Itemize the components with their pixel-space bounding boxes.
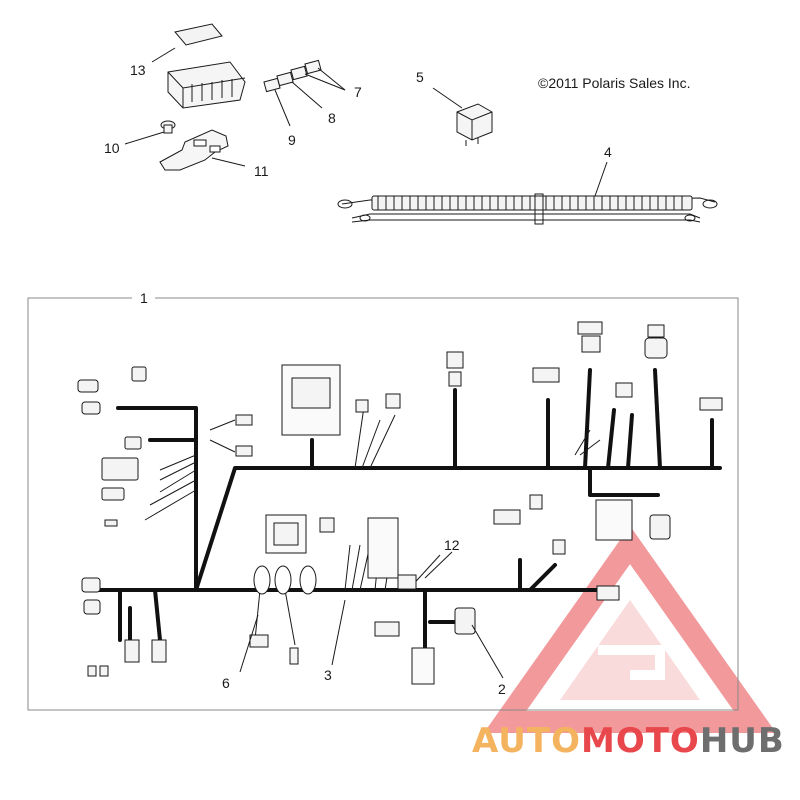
callout-3: 3 bbox=[324, 667, 332, 683]
bracket-part bbox=[159, 120, 229, 171]
fuse-box-part bbox=[167, 23, 246, 109]
callout-6: 6 bbox=[222, 675, 230, 691]
callout-5: 5 bbox=[416, 69, 424, 85]
harness-clips bbox=[253, 565, 317, 595]
main-harness bbox=[93, 368, 722, 662]
callout-13: 13 bbox=[130, 62, 146, 78]
callout-11: 11 bbox=[254, 163, 269, 179]
callout-7: 7 bbox=[354, 84, 362, 100]
callout-2: 2 bbox=[498, 681, 506, 697]
watermark-part-moto: MOTO bbox=[581, 721, 700, 761]
callout-leaders bbox=[239, 551, 504, 679]
battery-cable-part bbox=[337, 193, 718, 225]
watermark-text: AUTOMOTOHUB bbox=[472, 721, 785, 761]
harness-connectors bbox=[77, 321, 723, 685]
watermark-part-auto: AUTO bbox=[472, 721, 581, 761]
harness-frame bbox=[27, 297, 739, 711]
callout-4: 4 bbox=[604, 144, 612, 160]
watermark-logo bbox=[483, 525, 777, 733]
callout-10: 10 bbox=[104, 140, 120, 156]
relay-part bbox=[456, 103, 493, 146]
watermark-part-hub: HUB bbox=[700, 721, 785, 761]
callout-1: 1 bbox=[140, 290, 148, 306]
callout-12: 12 bbox=[444, 537, 460, 553]
callout-8: 8 bbox=[328, 110, 336, 126]
callout-9: 9 bbox=[288, 132, 296, 148]
copyright-notice: ©2011 Polaris Sales Inc. bbox=[538, 75, 690, 91]
fuse-set-part bbox=[263, 59, 322, 93]
